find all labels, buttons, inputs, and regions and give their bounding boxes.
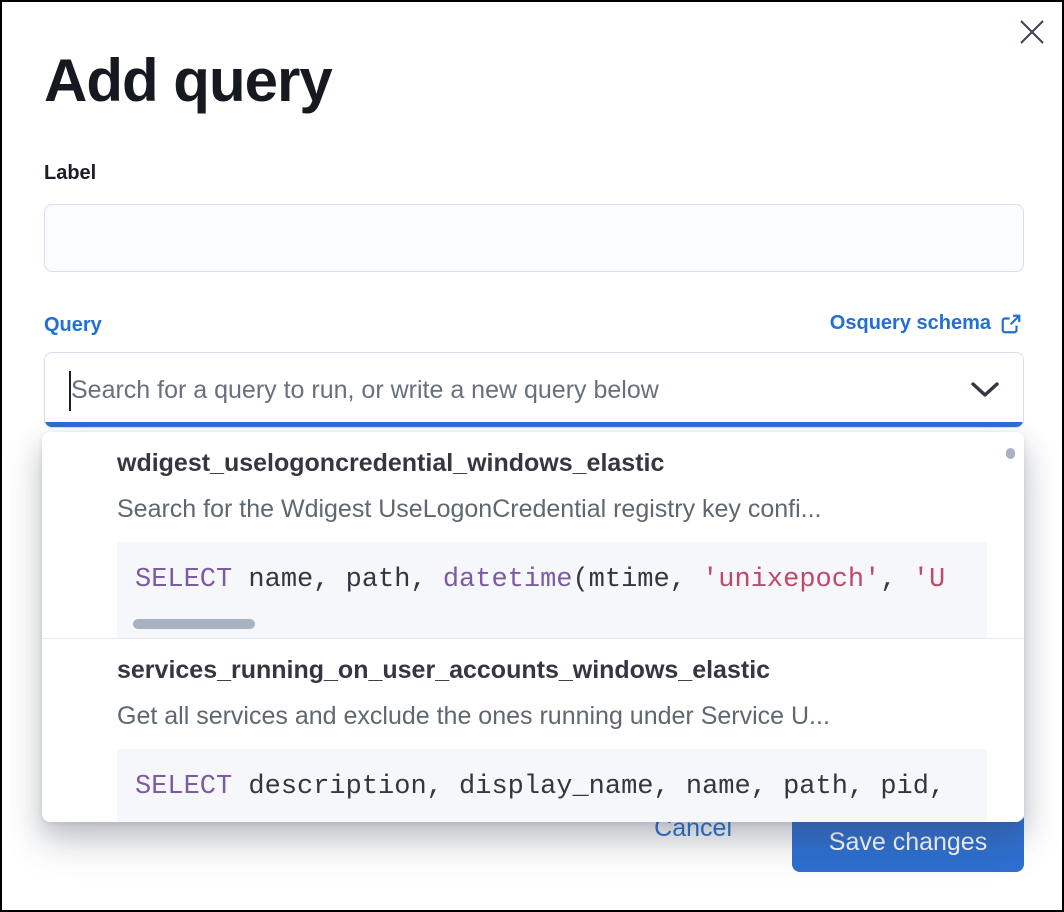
close-x-icon — [1017, 17, 1047, 47]
option-title: wdigest_uselogoncredential_windows_elast… — [117, 449, 665, 477]
close-button[interactable] — [1014, 14, 1050, 50]
query-option[interactable]: services_running_on_user_accounts_window… — [117, 639, 987, 822]
osquery-schema-link-label: Osquery schema — [829, 312, 991, 334]
query-search-input[interactable] — [45, 353, 1023, 427]
code-text: SELECT name, path, datetime(mtime, 'unix… — [135, 565, 946, 595]
query-options-list: wdigest_uselogoncredential_windows_elast… — [42, 432, 1024, 822]
label-input[interactable] — [44, 204, 1024, 272]
option-title: services_running_on_user_accounts_window… — [117, 656, 771, 684]
osquery-schema-link[interactable]: Osquery schema — [830, 312, 1022, 335]
option-description: Search for the Wdigest UseLogonCredentia… — [117, 495, 822, 523]
code-h-scrollbar[interactable] — [133, 619, 255, 629]
page-title: Add query — [44, 47, 333, 114]
query-field-label: Query — [44, 314, 102, 336]
option-divider — [42, 638, 1024, 639]
query-option[interactable]: wdigest_uselogoncredential_windows_elast… — [117, 432, 987, 638]
option-description: Get all services and exclude the ones ru… — [117, 702, 830, 730]
vertical-scrollbar-thumb[interactable] — [1006, 448, 1015, 459]
code-text: SELECT description, display_name, name, … — [135, 772, 946, 802]
label-field-label: Label — [44, 162, 97, 184]
text-caret — [69, 371, 71, 411]
query-options-dropdown: wdigest_uselogoncredential_windows_elast… — [42, 432, 1024, 822]
save-changes-button[interactable]: Save changes — [792, 812, 1024, 872]
chevron-down-icon[interactable] — [968, 376, 1002, 404]
option-code: SELECT name, path, datetime(mtime, 'unix… — [117, 542, 987, 638]
query-search-combobox — [44, 352, 1024, 428]
external-link-icon — [1000, 313, 1022, 335]
option-code: SELECT description, display_name, name, … — [117, 749, 987, 822]
